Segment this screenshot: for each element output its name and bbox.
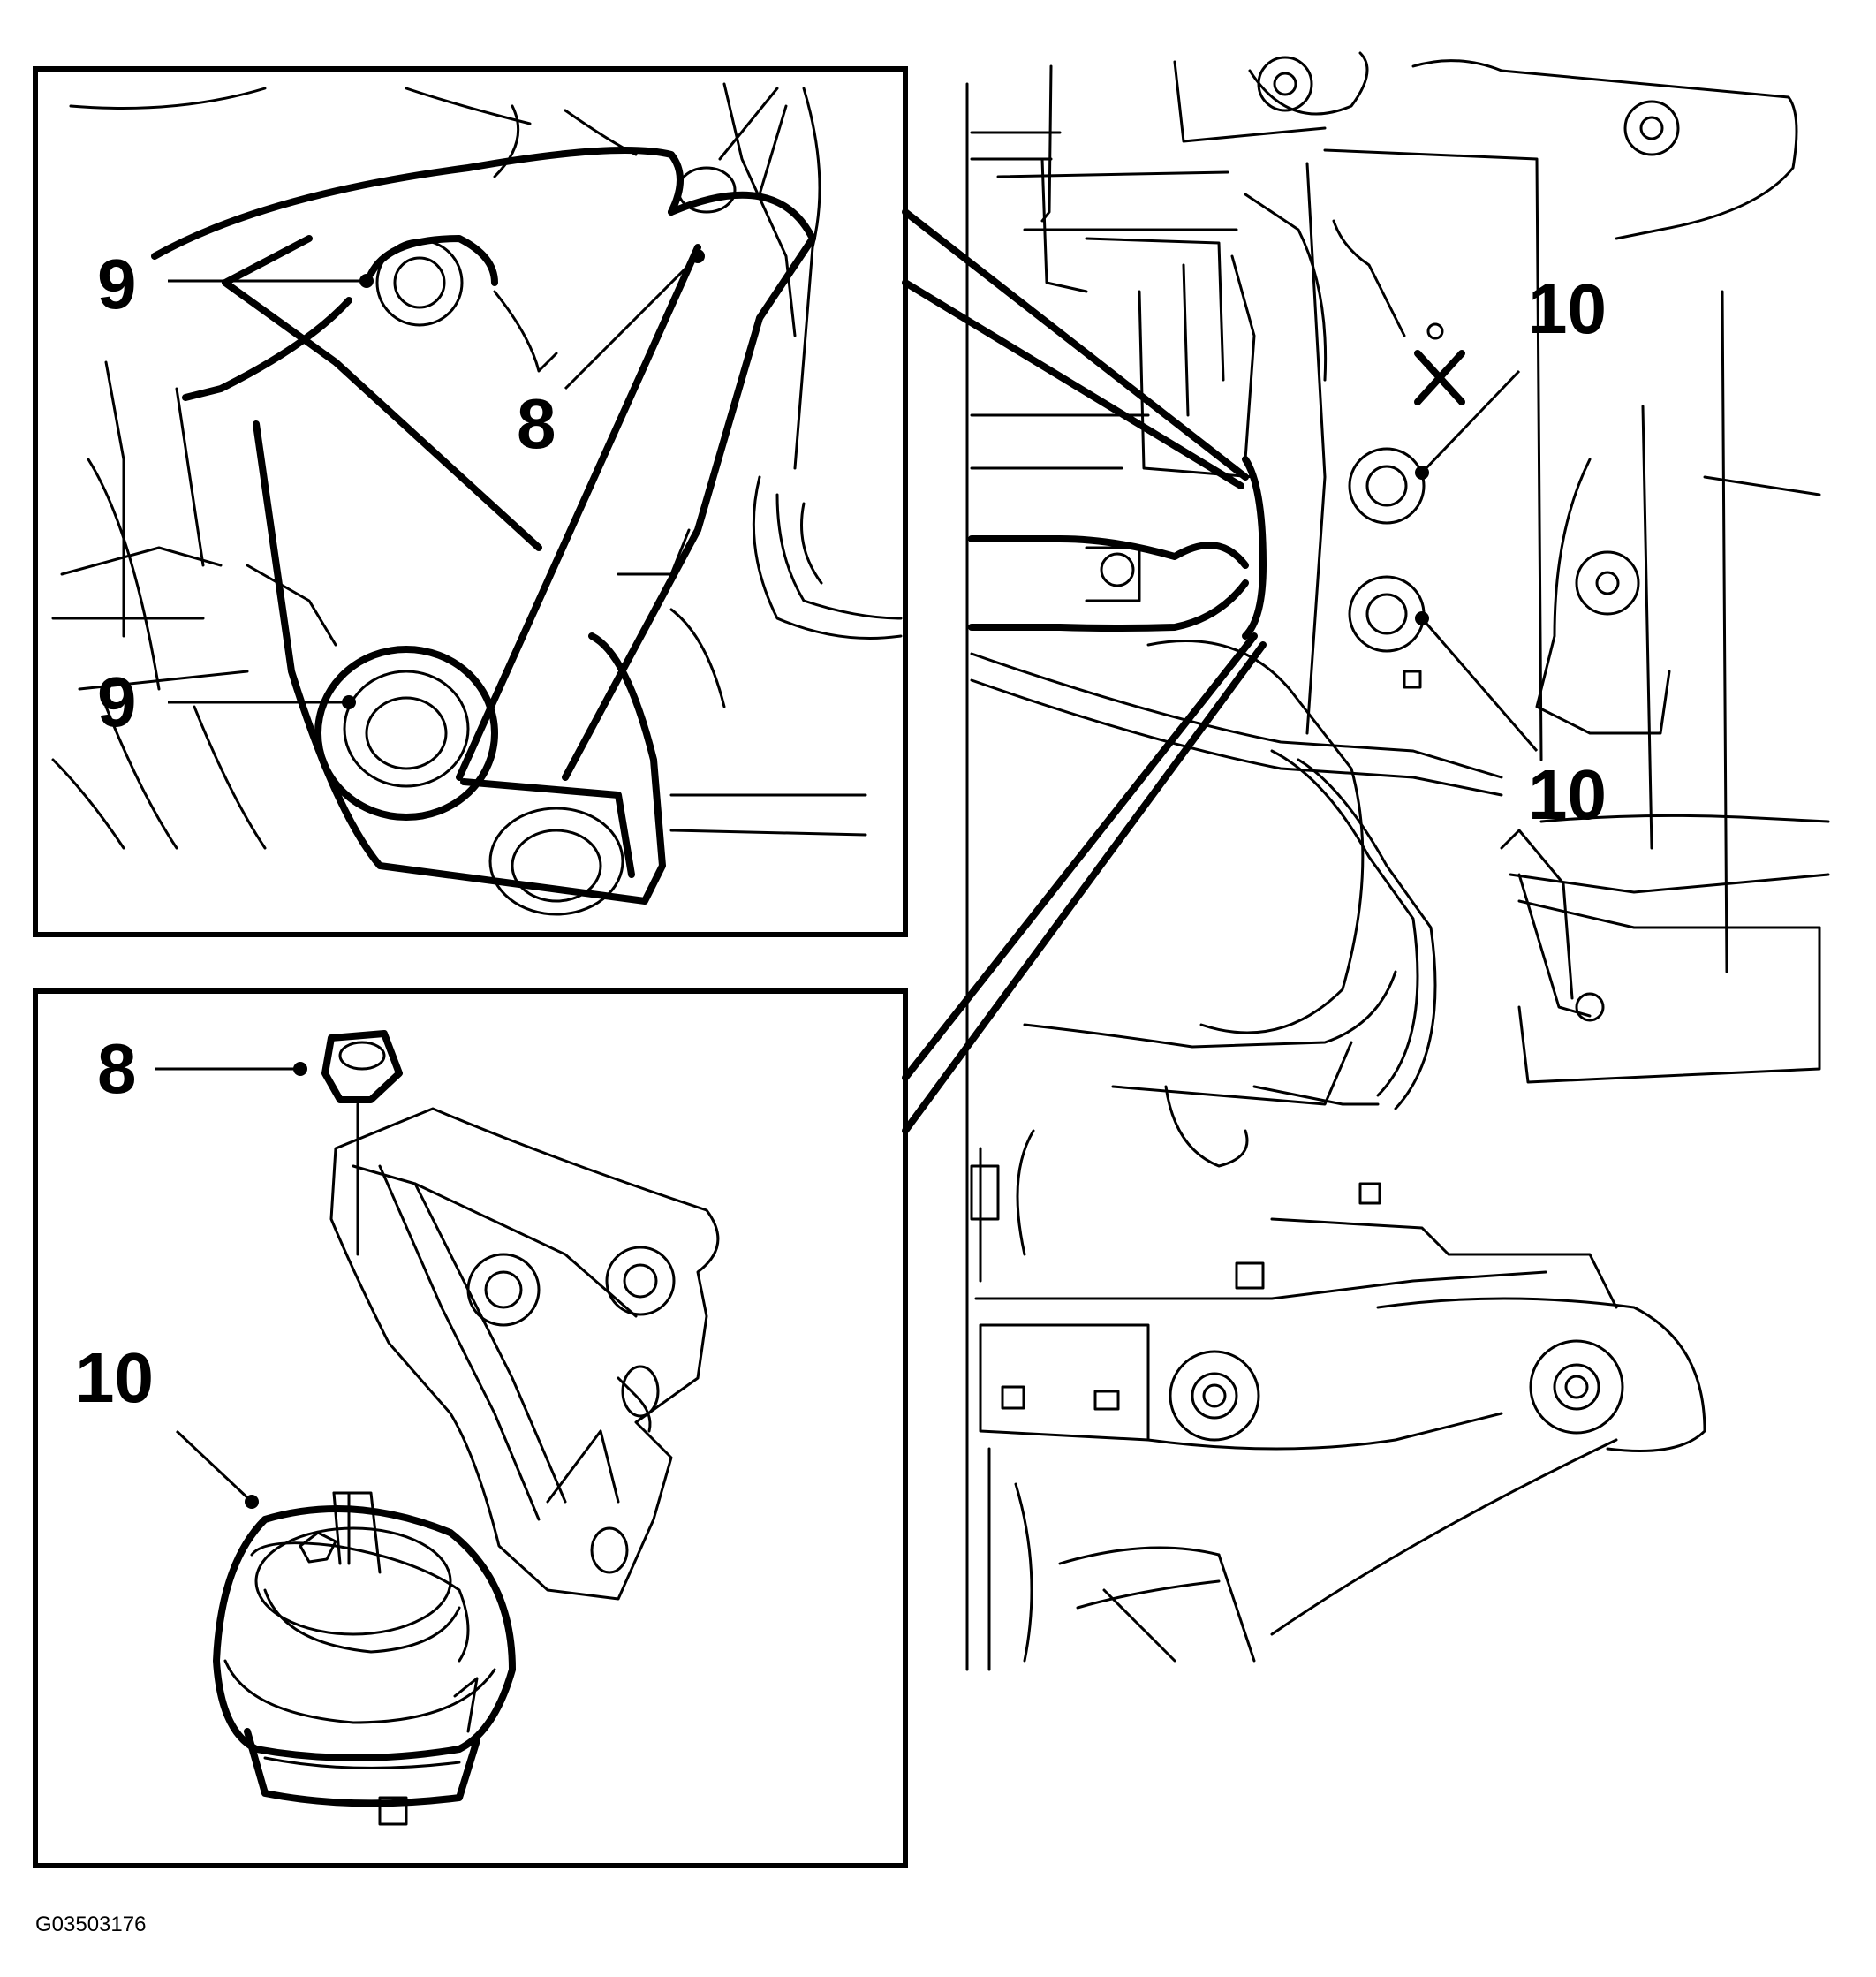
callout-10-right-lower: 10 — [1528, 755, 1607, 834]
callout-8-top: 8 — [517, 384, 556, 463]
main-view-engine-bay — [965, 51, 1830, 1671]
leader-lines — [155, 208, 1539, 1509]
callout-9-lower: 9 — [97, 663, 137, 741]
detail-frame-top — [33, 66, 908, 937]
callout-10-right-upper: 10 — [1528, 269, 1607, 348]
callout-8-bottom: 8 — [97, 1029, 137, 1108]
callout-10-bottom: 10 — [75, 1338, 154, 1417]
callout-9-upper: 9 — [97, 245, 137, 323]
detail-frame-bottom — [33, 988, 908, 1868]
figure-code: G03503176 — [35, 1913, 147, 1936]
